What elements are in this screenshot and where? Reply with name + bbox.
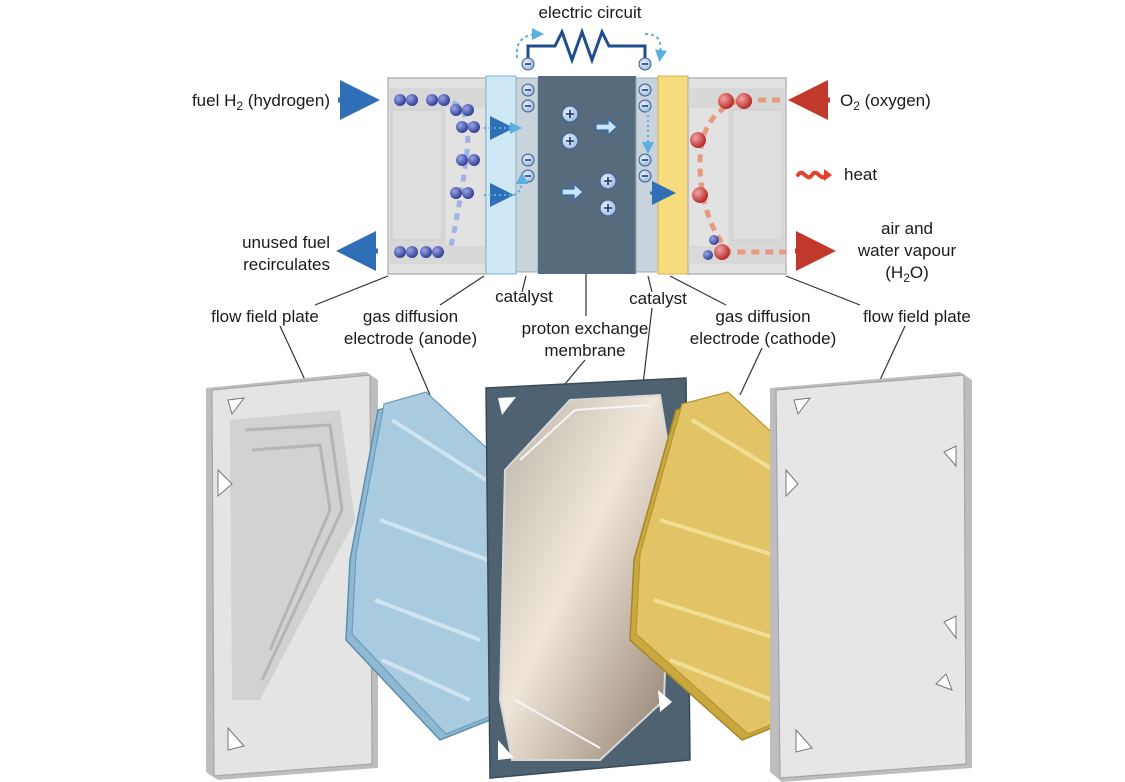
hydrogen-flow-path — [439, 97, 471, 251]
oxygen-label: O2 (oxygen) — [840, 91, 931, 113]
cathode-gdl-plate — [629, 391, 807, 741]
left-flow-field-plate — [206, 372, 378, 780]
cathode-gdl-section — [657, 75, 689, 275]
hydrogen-molecules — [394, 94, 480, 258]
membrane-section — [538, 76, 636, 274]
oxygen-flow-path — [697, 97, 786, 255]
fuel-hydrogen-label: fuel H2 (hydrogen) — [191, 91, 330, 113]
catalyst-right-label: catalyst — [629, 289, 687, 308]
electron-signs — [525, 63, 648, 177]
left-flow-plate-section — [387, 77, 487, 275]
anode-gdl-plate — [345, 391, 505, 741]
leader-lines — [279, 274, 906, 411]
protons — [561, 105, 617, 217]
right-flow-plate-section — [687, 77, 787, 275]
flow-field-plate-right-label: flow field plate — [863, 307, 971, 326]
electric-circuit-label: electric circuit — [538, 3, 642, 22]
electron-flow-arrows — [515, 28, 667, 62]
oxygen-molecules — [690, 93, 752, 260]
flow-field-plate-left-label: flow field plate — [211, 307, 319, 326]
anode-gdl-section — [485, 75, 517, 275]
heat-icon — [796, 169, 832, 181]
proton-arrows — [561, 117, 618, 202]
catalyst-left-label: catalyst — [495, 287, 553, 306]
water-hydrogens — [703, 235, 719, 260]
proton-exchange-membrane-plate — [485, 377, 691, 779]
heat-label: heat — [844, 165, 878, 184]
right-flow-field-plate — [770, 372, 972, 782]
electron-dotted-paths — [484, 110, 654, 196]
electric-circuit-wire — [526, 27, 647, 65]
